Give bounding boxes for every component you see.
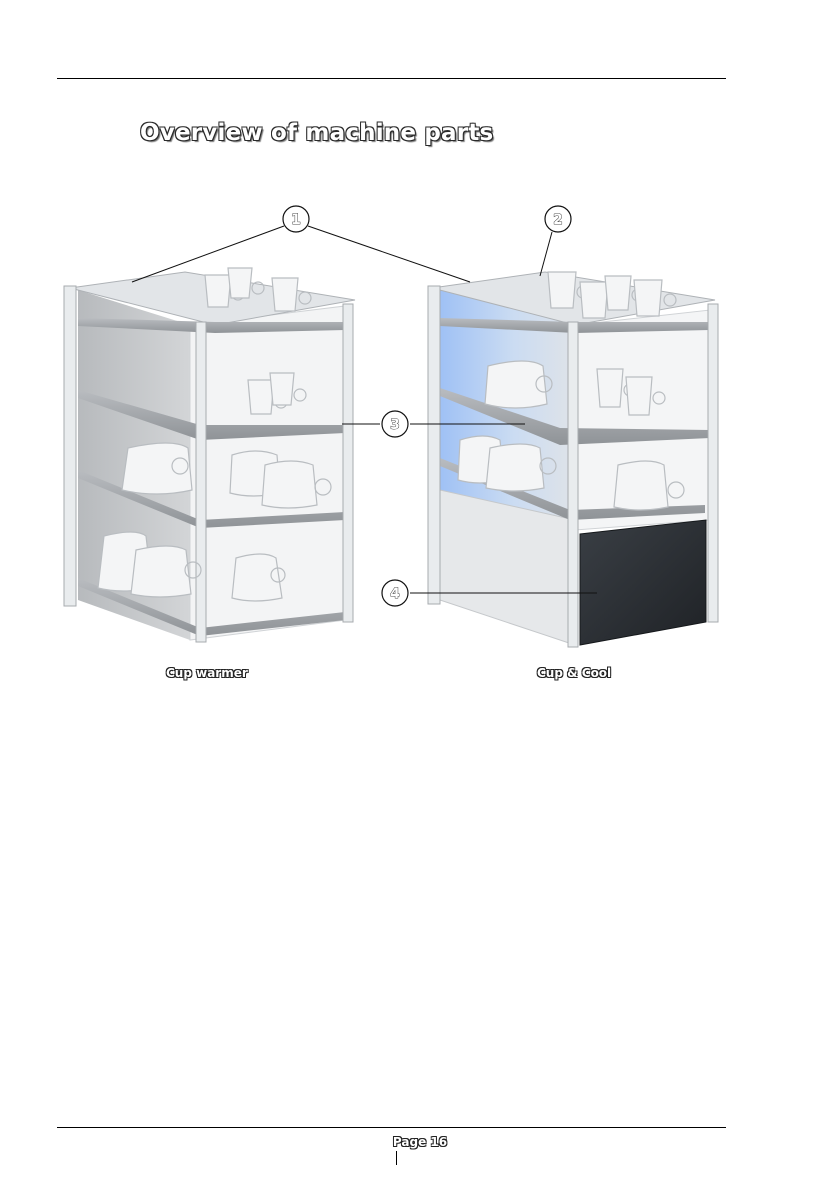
cup-warmer-unit: [64, 268, 355, 642]
caption-cup-and-cool: Cup & Cool: [537, 666, 611, 680]
frame-post: [343, 304, 353, 622]
frame-post: [196, 322, 206, 642]
callout-1: 1: [283, 206, 309, 232]
page-tick: [396, 1151, 397, 1165]
callout-number: 3: [390, 417, 400, 433]
caption-cup-warmer: Cup warmer: [166, 666, 248, 680]
frame-post: [64, 286, 76, 606]
frame-post: [568, 322, 578, 647]
frame-post: [428, 286, 440, 604]
callout-4: 4: [382, 580, 408, 606]
page-number: Page 16: [0, 1135, 840, 1149]
callout-number: 4: [390, 586, 400, 602]
machine-parts-illustration: 1 2 3 4: [0, 0, 840, 700]
callout-2: 2: [545, 206, 571, 232]
callout-number: 2: [553, 212, 563, 228]
frame-post: [708, 304, 718, 622]
callout-number: 1: [291, 212, 301, 228]
cup-and-cool-unit: [428, 272, 718, 647]
footer-rule: [57, 1127, 726, 1128]
callout-3: 3: [382, 411, 408, 437]
cooling-drawer: [580, 520, 706, 645]
